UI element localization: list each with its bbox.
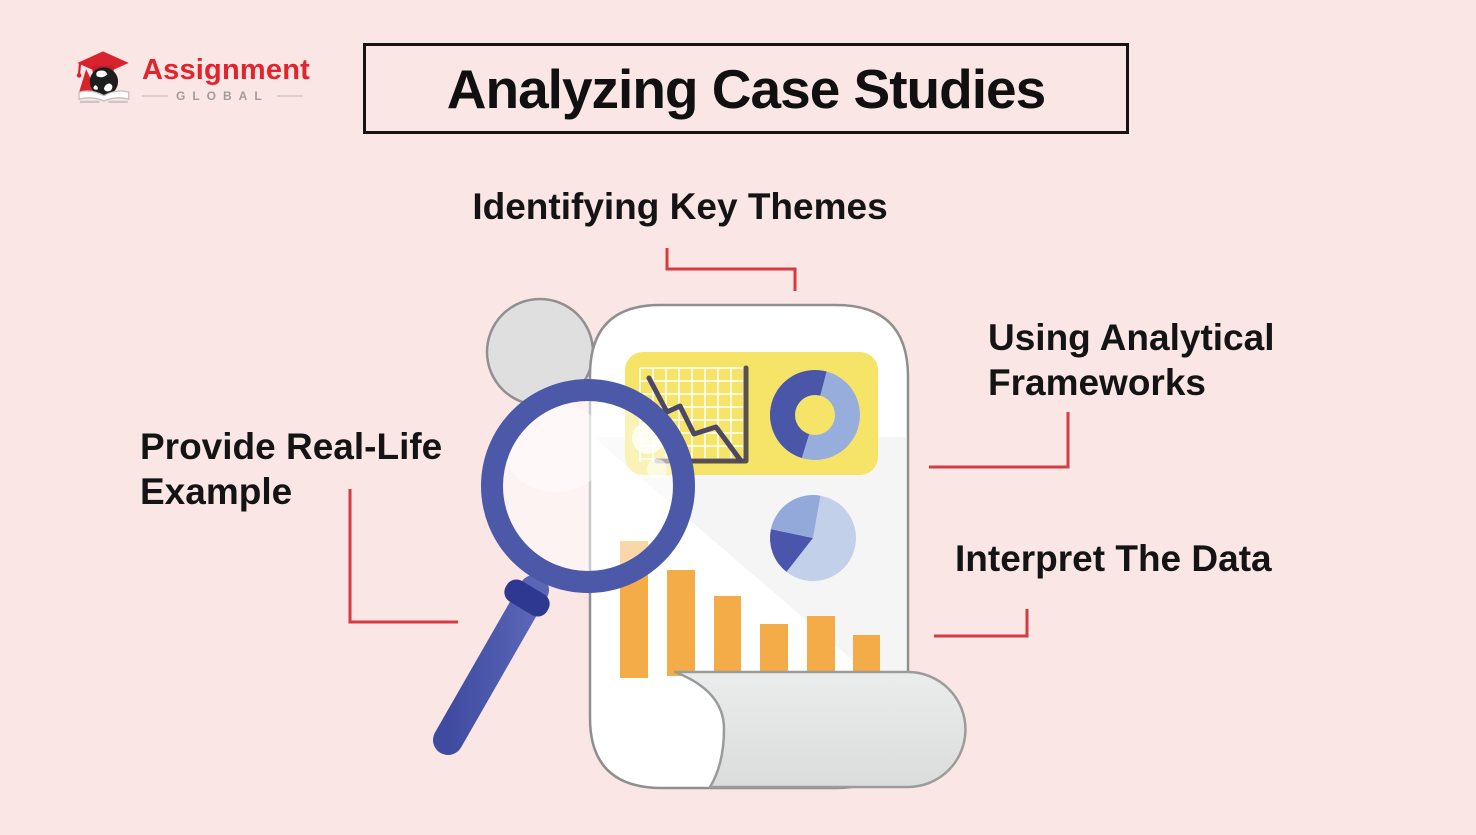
page-title: Analyzing Case Studies — [446, 57, 1046, 120]
connector-line-top — [665, 248, 797, 291]
graduation-cap-globe-icon — [76, 51, 130, 104]
brand-subtitle: GLOBAL — [142, 90, 310, 102]
pie-chart-graphic — [769, 495, 857, 582]
lens-glass — [492, 390, 684, 582]
line-chart-graphic — [639, 365, 749, 464]
callout-interpret-the-data: Interpret The Data — [955, 538, 1272, 579]
scroll-roll-bottom — [673, 670, 967, 789]
donut-chart-graphic — [769, 369, 860, 460]
connector-line-right-upper — [929, 412, 1070, 469]
brand-logo: Assignment GLOBAL — [72, 48, 310, 108]
connector-line-left — [348, 489, 458, 624]
callout-identifying-key-themes: Identifying Key Themes — [472, 186, 888, 227]
lens-highlight — [504, 404, 608, 492]
magnifier-ring — [481, 379, 695, 593]
title-banner: Analyzing Case Studies — [363, 43, 1129, 134]
callout-using-analytical-frameworks: Using Analytical Frameworks — [988, 317, 1275, 404]
magnifier-collar — [504, 579, 550, 617]
trend-line — [646, 375, 744, 464]
callout-provide-real-life-example: Provide Real-Life Example — [140, 426, 443, 513]
connector-line-right-lower — [934, 609, 1029, 638]
brand-subtitle-text: GLOBAL — [176, 89, 269, 103]
brand-name: Assignment — [142, 54, 310, 86]
magnifier-handle — [433, 575, 549, 755]
magnifying-glass — [433, 379, 695, 755]
